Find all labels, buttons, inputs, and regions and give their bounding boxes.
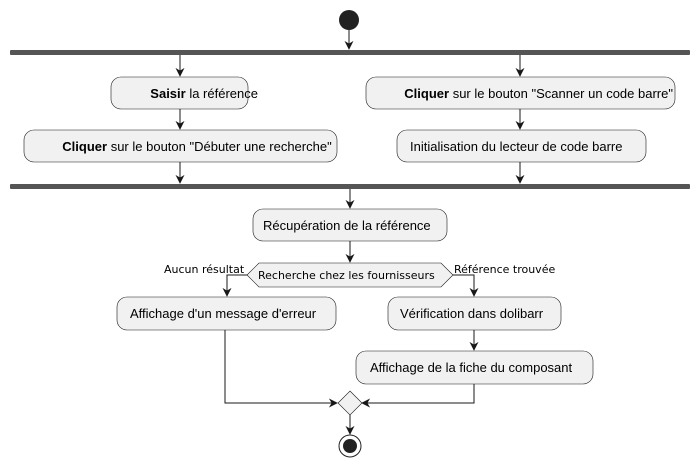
action-initialisation-lecteur: Initialisation du lecteur de code barre — [396, 129, 647, 163]
merge-diamond — [337, 390, 363, 416]
action-cliquer-debuter-recherche: Cliquer sur le bouton "Débuter une reche… — [23, 129, 350, 163]
cliquer-recherche-bold-label: Cliquer — [62, 139, 107, 154]
cliquer-scanner-bold-label: Cliquer — [404, 86, 449, 101]
recuperation-label: Récupération de la référence — [263, 218, 431, 233]
join-bar — [10, 184, 690, 189]
verification-label: Vérification dans dolibarr — [400, 306, 544, 321]
edge-erreur-merge — [224, 330, 338, 408]
saisir-rest-label: la référence — [186, 86, 258, 101]
action-verification-dolibarr: Vérification dans dolibarr — [387, 296, 562, 331]
saisir-bold-label: Saisir — [150, 86, 185, 101]
svg-text:Cliquer sur le bouton "Scanner: Cliquer sur le bouton "Scanner un code b… — [379, 86, 691, 101]
end-node — [338, 434, 362, 458]
affichage-fiche-label: Affichage de la fiche du composant — [370, 360, 573, 375]
action-cliquer-scanner: Cliquer sur le bouton "Scanner un code b… — [365, 76, 691, 110]
edge-decision-erreur — [222, 274, 247, 297]
edge-decision-verification — [453, 274, 479, 297]
action-recuperation-reference: Récupération de la référence — [252, 208, 448, 242]
svg-text:Cliquer sur le bouton "Débuter: Cliquer sur le bouton "Débuter une reche… — [37, 139, 350, 154]
action-affichage-erreur: Affichage d'un message d'erreur — [116, 296, 337, 331]
svg-text:Saisir la référence: Saisir la référence — [125, 86, 276, 101]
decision-recherche-fournisseurs: Recherche chez les fournisseurs — [246, 262, 454, 288]
edge-fiche-merge — [361, 384, 475, 408]
decision-label: Recherche chez les fournisseurs — [258, 269, 435, 282]
action-affichage-fiche: Affichage de la fiche du composant — [355, 350, 594, 385]
branch-reference-trouvee-label: Référence trouvée — [454, 263, 555, 276]
affichage-erreur-label: Affichage d'un message d'erreur — [130, 306, 317, 321]
fork-bar — [10, 50, 690, 55]
action-saisir-reference: Saisir la référence — [110, 76, 276, 110]
start-node — [339, 10, 359, 30]
initialisation-label: Initialisation du lecteur de code barre — [410, 139, 622, 154]
branch-aucun-resultat-label: Aucun résultat — [164, 263, 245, 276]
cliquer-recherche-rest-label: sur le bouton "Débuter une recherche" — [107, 139, 332, 154]
cliquer-scanner-rest-label: sur le bouton "Scanner un code barre" — [449, 86, 673, 101]
